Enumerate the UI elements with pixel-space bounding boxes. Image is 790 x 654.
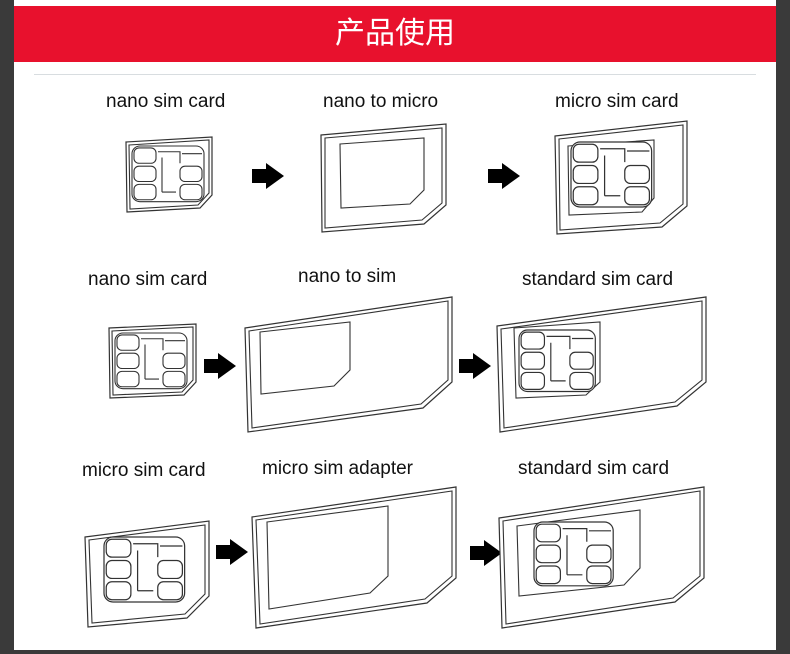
label-nano-sim-card-2: nano sim card [88,269,208,290]
right-arrow-icon [216,539,248,565]
product-usage-panel: 产品使用 nano sim card nano to micro micro s… [14,0,776,650]
right-arrow-icon [459,353,491,379]
micro-sim-card-1-icon [554,120,688,235]
right-arrow-icon [204,353,236,379]
standard-sim-card-1-icon [496,296,707,433]
label-nano-to-micro: nano to micro [323,91,439,112]
nano-to-sim-adapter-icon [244,296,453,433]
micro-sim-card-2-icon [84,520,210,628]
micro-sim-adapter-icon [251,486,457,629]
right-arrow-icon [252,163,284,189]
page-title: 产品使用 [14,6,776,62]
divider [34,74,756,75]
sim-diagram [84,120,707,629]
label-micro-sim-adapter: micro sim adapter [262,458,413,479]
label-micro-sim-card-2: micro sim card [82,460,206,481]
label-nano-sim-card-1: nano sim card [106,91,226,112]
label-standard-sim-card-1: standard sim card [522,269,674,290]
right-arrow-icon [470,540,502,566]
label-micro-sim-card-1: micro sim card [555,91,679,112]
right-arrow-icon [488,163,520,189]
nano-to-micro-adapter-icon [320,123,447,233]
standard-sim-card-2-icon [498,486,705,629]
label-standard-sim-card-2: standard sim card [518,458,670,479]
nano-sim-card-1-icon [125,136,213,213]
nano-sim-card-2-icon [108,323,197,399]
label-nano-to-sim: nano to sim [298,266,397,287]
